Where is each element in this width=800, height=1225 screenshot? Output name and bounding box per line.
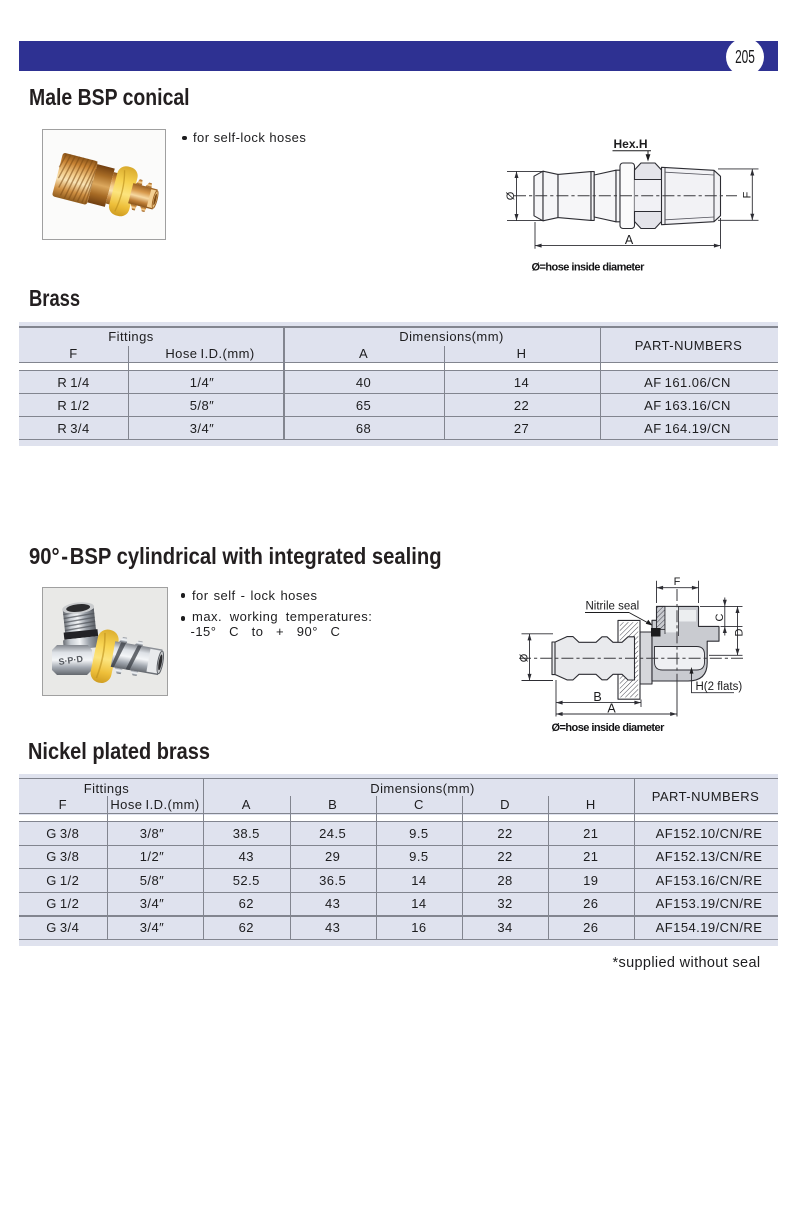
svg-text:Hex.H: Hex.H — [614, 137, 648, 151]
svg-text:H(2 flats): H(2 flats) — [696, 681, 743, 693]
svg-text:Ø: Ø — [518, 653, 530, 662]
svg-text:Ø=hose inside diameter: Ø=hose inside diameter — [532, 262, 646, 274]
svg-text:D: D — [733, 628, 745, 636]
svg-text:F: F — [674, 576, 681, 588]
svg-text:F: F — [741, 191, 753, 198]
svg-text:A: A — [607, 701, 616, 715]
svg-text:B: B — [593, 690, 601, 704]
svg-text:A: A — [625, 233, 634, 247]
svg-text:Ø=hose inside diameter: Ø=hose inside diameter — [552, 722, 666, 734]
svg-text:C: C — [714, 613, 726, 621]
svg-text:Ø: Ø — [505, 191, 517, 200]
svg-text:Nitrile seal: Nitrile seal — [586, 601, 640, 613]
svg-text:S·P·D: S·P·D — [58, 654, 84, 667]
